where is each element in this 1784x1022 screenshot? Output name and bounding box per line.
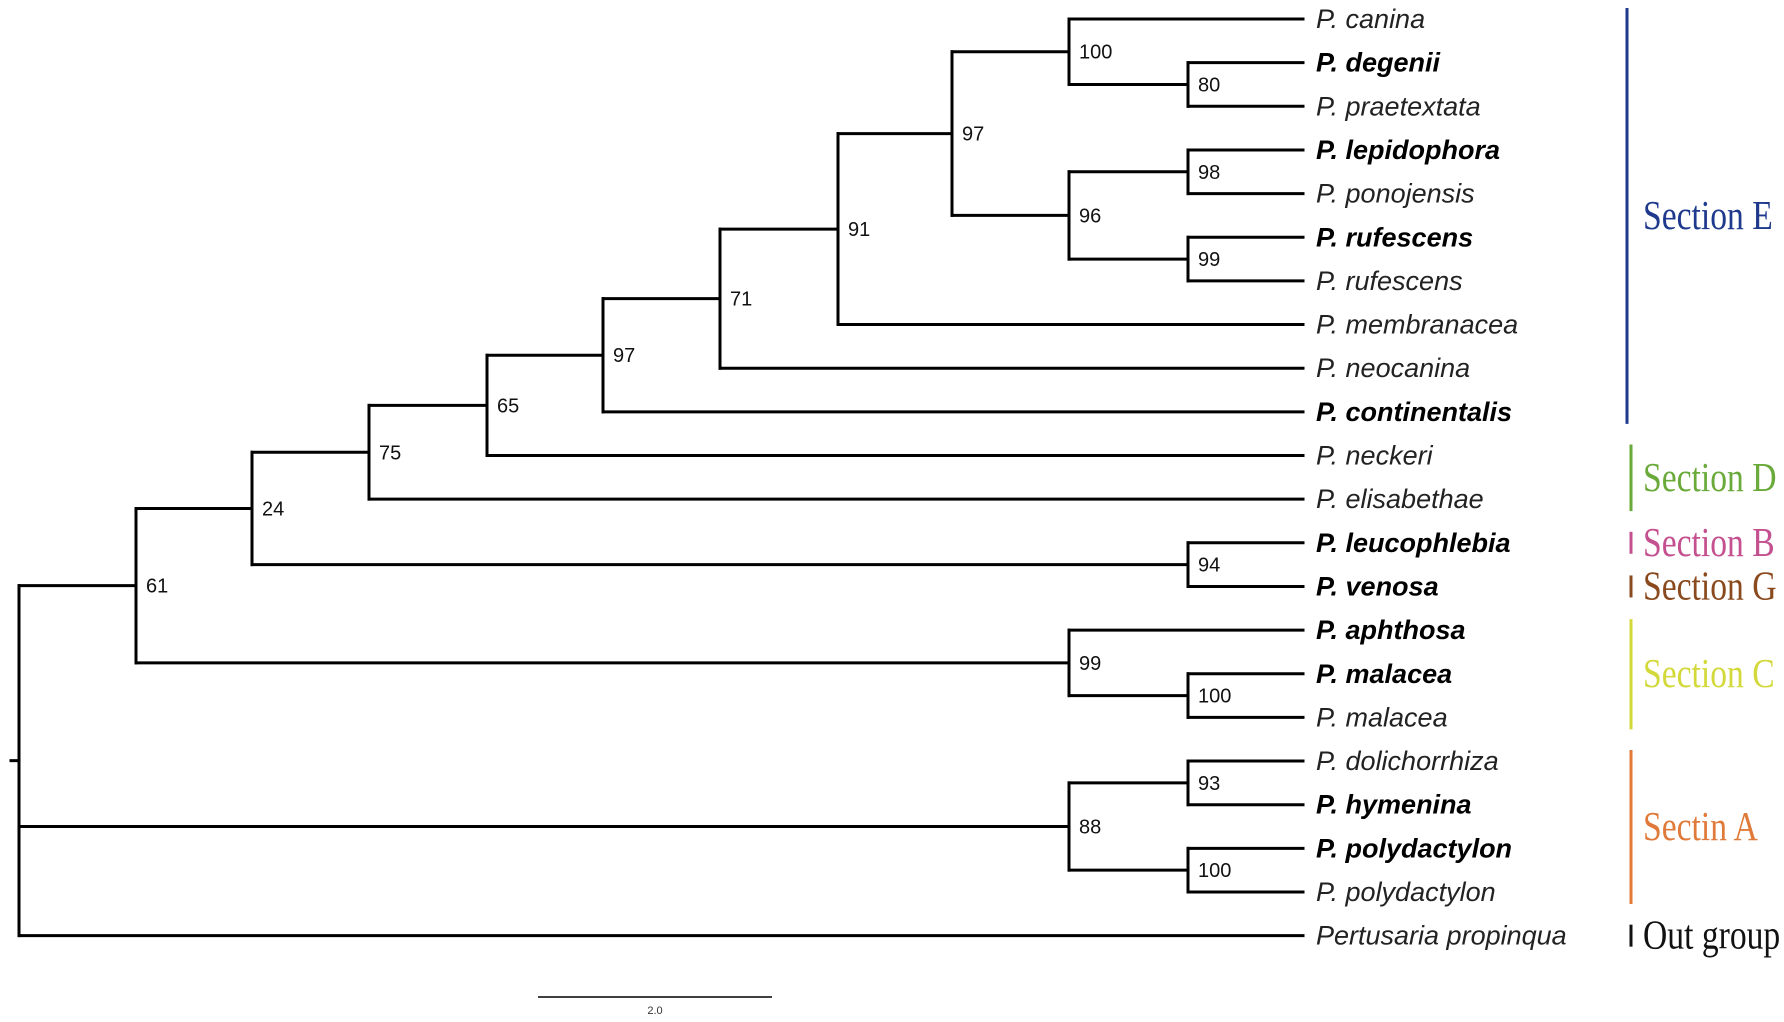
support-value-c16: 61	[146, 576, 168, 598]
tip-label-neocanina: P. neocanina	[1316, 353, 1470, 383]
tip-label-venosa: P. venosa	[1316, 571, 1439, 601]
tip-label-continentalis: P. continentalis	[1316, 397, 1512, 427]
tip-label-canina: P. canina	[1316, 4, 1425, 34]
tree-branches	[9, 17, 1305, 938]
tip-label-membranacea: P. membranacea	[1316, 310, 1518, 340]
support-value-c3: 98	[1198, 162, 1220, 184]
support-value-c19: 88	[1079, 817, 1101, 839]
section-g-label: Section G	[1643, 564, 1777, 609]
tip-label-malacea-1: P. malacea	[1316, 659, 1452, 689]
support-value-c5: 96	[1079, 205, 1101, 227]
support-value-c10: 65	[497, 395, 519, 417]
tip-labels: P. canina P. degenii P. praetextata P. lepi…	[1316, 4, 1567, 951]
tip-label-polydactylon-2: P. polydactylon	[1316, 877, 1496, 907]
tip-label-praetextata: P. praetextata	[1316, 91, 1481, 121]
support-value-c7: 91	[848, 219, 870, 241]
section-a-label: Sectin A	[1643, 805, 1758, 850]
support-value-c13: 24	[262, 498, 284, 520]
tip-label-polydactylon-1: P. polydactylon	[1316, 833, 1512, 863]
support-value-c1: 80	[1198, 74, 1220, 96]
tip-label-dolichorrhiza: P. dolichorrhiza	[1316, 746, 1499, 776]
support-value-c14: 100	[1198, 686, 1231, 708]
section-b-label: Section B	[1643, 521, 1775, 566]
support-value-c2: 100	[1079, 42, 1112, 64]
tip-label-ponojensis: P. ponojensis	[1316, 179, 1475, 209]
support-value-c18: 100	[1198, 860, 1231, 882]
tip-label-leucophlebia: P. leucophlebia	[1316, 528, 1511, 558]
tip-label-rufescens-1: P. rufescens	[1316, 222, 1473, 252]
outgroup-label: Out group	[1643, 914, 1780, 959]
section-e-label: Section E	[1643, 194, 1773, 239]
support-value-c17: 93	[1198, 773, 1220, 795]
tip-label-aphthosa: P. aphthosa	[1316, 615, 1466, 645]
support-value-c9: 97	[613, 345, 635, 367]
tip-label-lepidophora: P. lepidophora	[1316, 135, 1500, 165]
support-value-c8: 71	[730, 289, 752, 311]
support-value-c12: 94	[1198, 555, 1220, 577]
support-values: 80 100 98 99 96 97 91 71 97 65 75 94 24 100 99 61 93 100 8…	[146, 42, 1231, 882]
tip-label-propinqua: Pertusaria propinqua	[1316, 921, 1567, 951]
scale-bar: 2.0	[538, 996, 772, 1017]
support-value-c11: 75	[379, 442, 401, 464]
tip-label-degenii: P. degenii	[1316, 48, 1441, 78]
tip-label-malacea-2: P. malacea	[1316, 702, 1448, 732]
tip-label-rufescens-2: P. rufescens	[1316, 266, 1463, 296]
tip-label-hymenina: P. hymenina	[1316, 790, 1472, 820]
support-value-c15: 99	[1079, 653, 1101, 675]
tip-label-neckeri: P. neckeri	[1316, 441, 1434, 471]
scale-bar-label: 2.0	[647, 1005, 662, 1017]
support-value-c4: 99	[1198, 249, 1220, 271]
tip-label-elisabethae: P. elisabethae	[1316, 484, 1484, 514]
section-d-label: Section D	[1643, 456, 1777, 501]
support-value-c6: 97	[962, 124, 984, 146]
section-c-label: Section C	[1643, 652, 1775, 697]
